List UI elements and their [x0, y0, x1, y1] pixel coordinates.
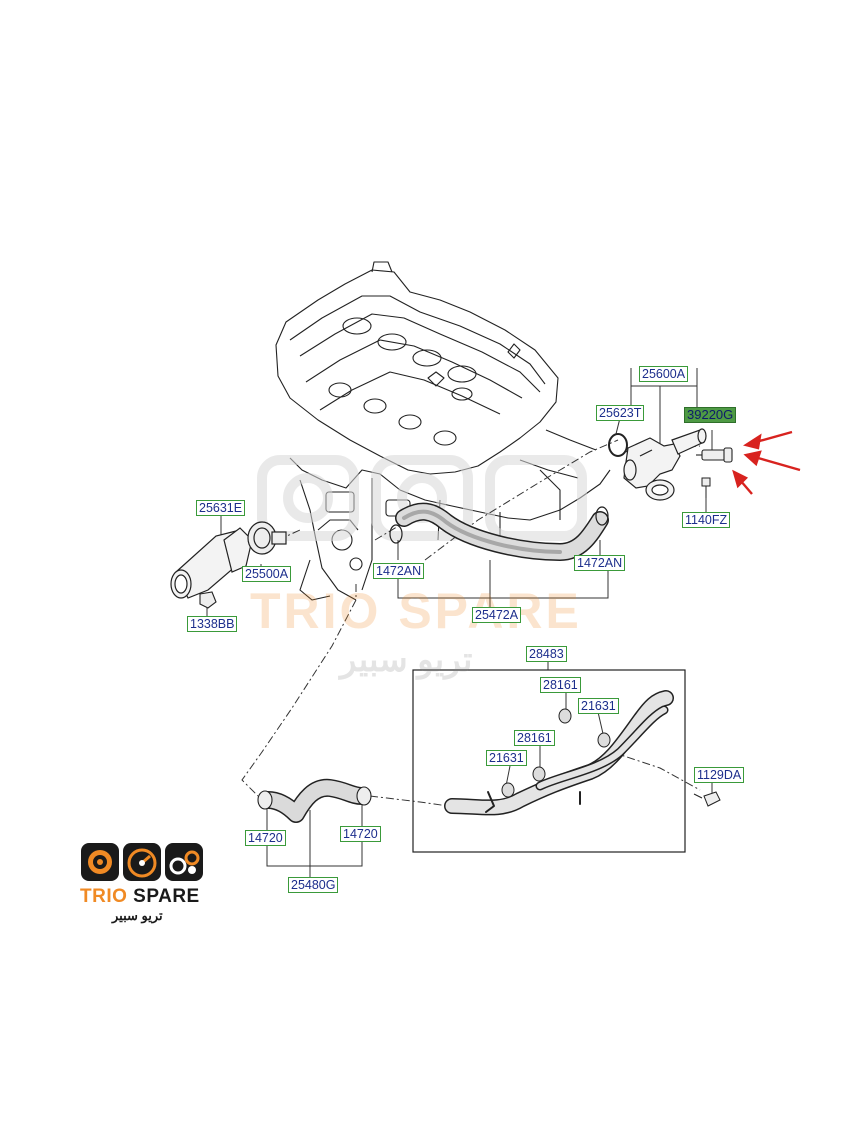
part-label-28483[interactable]: 28483 — [526, 646, 567, 662]
part-label-25472a[interactable]: 25472A — [472, 607, 522, 623]
o-ring-gasket — [608, 433, 628, 457]
logo-wordmark-text: TRIO SPARE — [80, 886, 200, 907]
bolt-1140fz — [701, 477, 711, 498]
logo-arabic: تريو سبير — [112, 908, 163, 923]
watermark-arabic: تريو سبير — [340, 641, 473, 679]
car-parts-icon — [165, 843, 203, 881]
watermark-logo-shapes — [257, 455, 587, 541]
nut-1338bb — [199, 591, 217, 609]
logo-wordmark-spare: SPARE — [127, 886, 200, 907]
part-label-1338bb[interactable]: 1338BB — [187, 616, 238, 632]
hose-clamp-14720 — [257, 786, 372, 810]
part-label-25600a[interactable]: 25600A — [639, 366, 689, 382]
part-label-28161-upper[interactable]: 28161 — [540, 677, 581, 693]
pipe-grommets — [501, 708, 611, 798]
part-label-14720-right[interactable]: 14720 — [340, 826, 381, 842]
hose-clamp-1472an — [389, 506, 609, 544]
part-label-21631-lower[interactable]: 21631 — [486, 750, 527, 766]
speaker-icon — [81, 843, 119, 881]
part-label-28161-lower[interactable]: 28161 — [514, 730, 555, 746]
part-label-21631-upper[interactable]: 21631 — [578, 698, 619, 714]
coolant-temp-sensor — [696, 447, 733, 463]
speedometer-icon — [123, 843, 161, 881]
part-label-1129da[interactable]: 1129DA — [694, 767, 745, 783]
logo-icons — [81, 843, 203, 881]
part-label-1472an-left[interactable]: 1472AN — [373, 563, 425, 579]
pipe-assembly-box — [412, 669, 686, 853]
part-label-25480g[interactable]: 25480G — [288, 877, 339, 893]
part-label-39220g-highlighted[interactable]: 39220G — [684, 407, 737, 423]
coolant-pipe — [444, 690, 674, 816]
thermostat — [247, 521, 287, 555]
part-label-14720-left[interactable]: 14720 — [245, 830, 286, 846]
lower-hose — [259, 778, 371, 823]
water-outlet-housing — [623, 428, 707, 501]
upper-radiator-hose — [395, 502, 609, 562]
watermark-text: TRIO SPARE — [250, 583, 582, 639]
logo-wordmark: TRIO SPARE — [80, 886, 200, 908]
brand-logo: TRIO SPARE تريو سبير — [80, 842, 205, 924]
part-label-1140fz[interactable]: 1140FZ — [682, 512, 731, 528]
logo-wordmark-trio: TRIO — [80, 886, 128, 907]
engine-block-drawing — [275, 261, 611, 601]
thermostat-cover — [170, 527, 253, 599]
part-label-25623t[interactable]: 25623T — [596, 405, 645, 421]
bolt-1129da — [693, 791, 721, 807]
part-label-1472an-right[interactable]: 1472AN — [574, 555, 626, 571]
part-label-25500a[interactable]: 25500A — [242, 566, 292, 582]
part-label-25631e[interactable]: 25631E — [196, 500, 246, 516]
red-arrow-icon — [732, 430, 801, 495]
